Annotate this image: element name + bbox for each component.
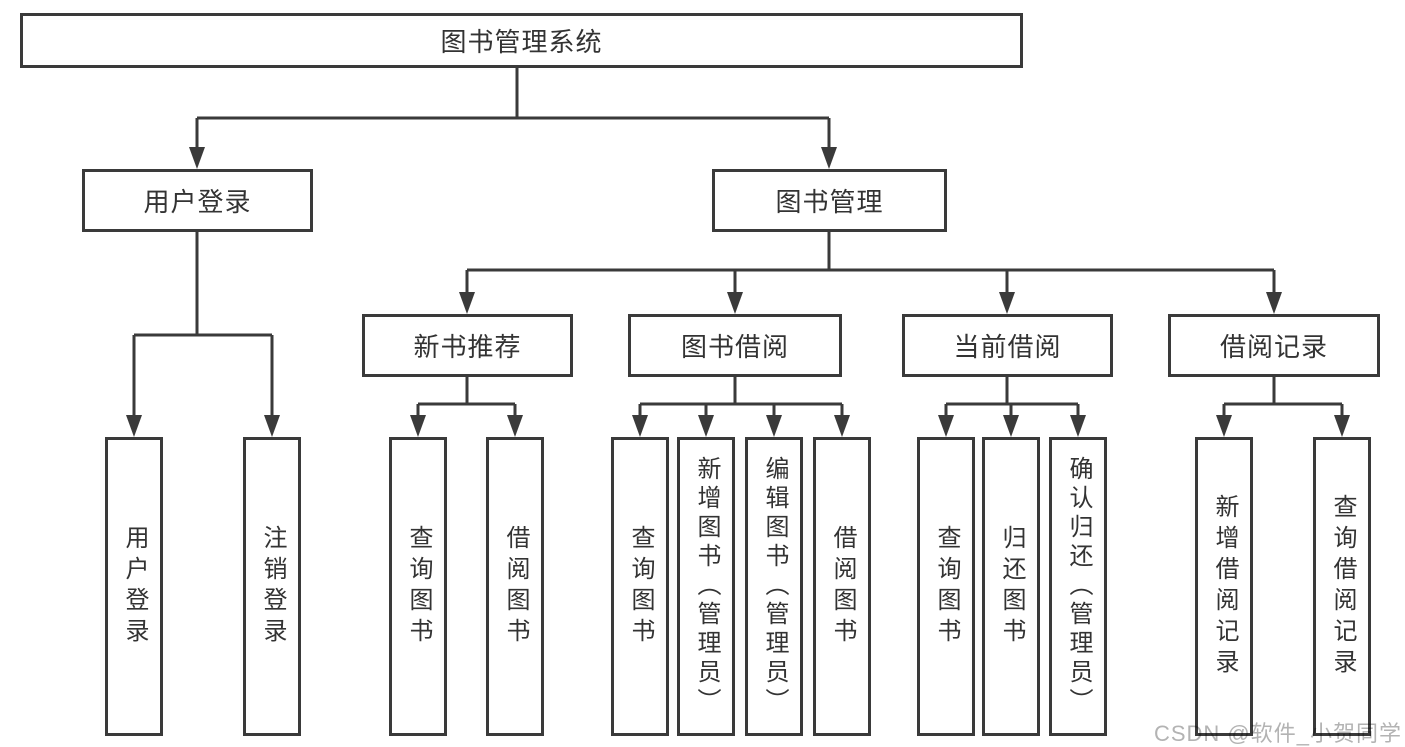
leaf-confirm-return-admin-label: 确认归还（管理员） <box>1065 456 1092 717</box>
leaf-edit-book-admin-label: 编辑图书（管理员） <box>761 456 788 717</box>
node-current-borrowing: 当前借阅 <box>902 314 1113 377</box>
leaf-query-book-recommend-label: 查询图书 <box>405 524 432 649</box>
watermark-text: CSDN @软件_小贺同学 <box>1153 721 1402 746</box>
node-book-borrowing: 图书借阅 <box>628 314 842 377</box>
node-new-book-recommend: 新书推荐 <box>362 314 573 377</box>
node-book-management-label: 图书管理 <box>775 187 884 217</box>
node-new-book-recommend-label: 新书推荐 <box>413 332 522 362</box>
leaf-query-book-current: 查询图书 <box>917 437 975 736</box>
leaf-add-borrow-record: 新增借阅记录 <box>1195 437 1253 736</box>
leaf-logout: 注销登录 <box>243 437 301 736</box>
leaf-borrow-book-borrowing: 借阅图书 <box>813 437 871 736</box>
node-borrow-records: 借阅记录 <box>1168 314 1380 377</box>
node-borrow-records-label: 借阅记录 <box>1219 332 1328 362</box>
arrowheads <box>126 147 1350 437</box>
leaf-add-book-admin-label: 新增图书（管理员） <box>693 456 720 717</box>
leaf-return-book-label: 归还图书 <box>998 524 1025 649</box>
leaf-user-login-label: 用户登录 <box>121 524 148 649</box>
leaf-user-login: 用户登录 <box>105 437 163 736</box>
node-user-login: 用户登录 <box>82 169 313 232</box>
leaf-query-book-borrowing-label: 查询图书 <box>627 524 654 649</box>
leaf-borrow-book-recommend-label: 借阅图书 <box>502 524 529 649</box>
node-library-system: 图书管理系统 <box>20 13 1023 68</box>
node-book-borrowing-label: 图书借阅 <box>680 332 789 362</box>
leaf-query-borrow-record-label: 查询借阅记录 <box>1329 493 1356 680</box>
leaf-add-book-admin: 新增图书（管理员） <box>677 437 735 736</box>
leaf-edit-book-admin: 编辑图书（管理员） <box>745 437 803 736</box>
leaf-borrow-book-borrowing-label: 借阅图书 <box>829 524 856 649</box>
leaf-logout-label: 注销登录 <box>259 524 286 649</box>
leaf-borrow-book-recommend: 借阅图书 <box>486 437 544 736</box>
leaf-add-borrow-record-label: 新增借阅记录 <box>1211 493 1238 680</box>
node-current-borrowing-label: 当前借阅 <box>953 332 1062 362</box>
leaf-query-borrow-record: 查询借阅记录 <box>1313 437 1371 736</box>
leaf-query-book-current-label: 查询图书 <box>933 524 960 649</box>
leaf-query-book-recommend: 查询图书 <box>389 437 447 736</box>
node-library-system-label: 图书管理系统 <box>440 27 603 57</box>
node-book-management: 图书管理 <box>712 169 947 232</box>
leaf-query-book-borrowing: 查询图书 <box>611 437 669 736</box>
leaf-return-book: 归还图书 <box>982 437 1040 736</box>
node-user-login-label: 用户登录 <box>143 187 252 217</box>
leaf-confirm-return-admin: 确认归还（管理员） <box>1049 437 1107 736</box>
